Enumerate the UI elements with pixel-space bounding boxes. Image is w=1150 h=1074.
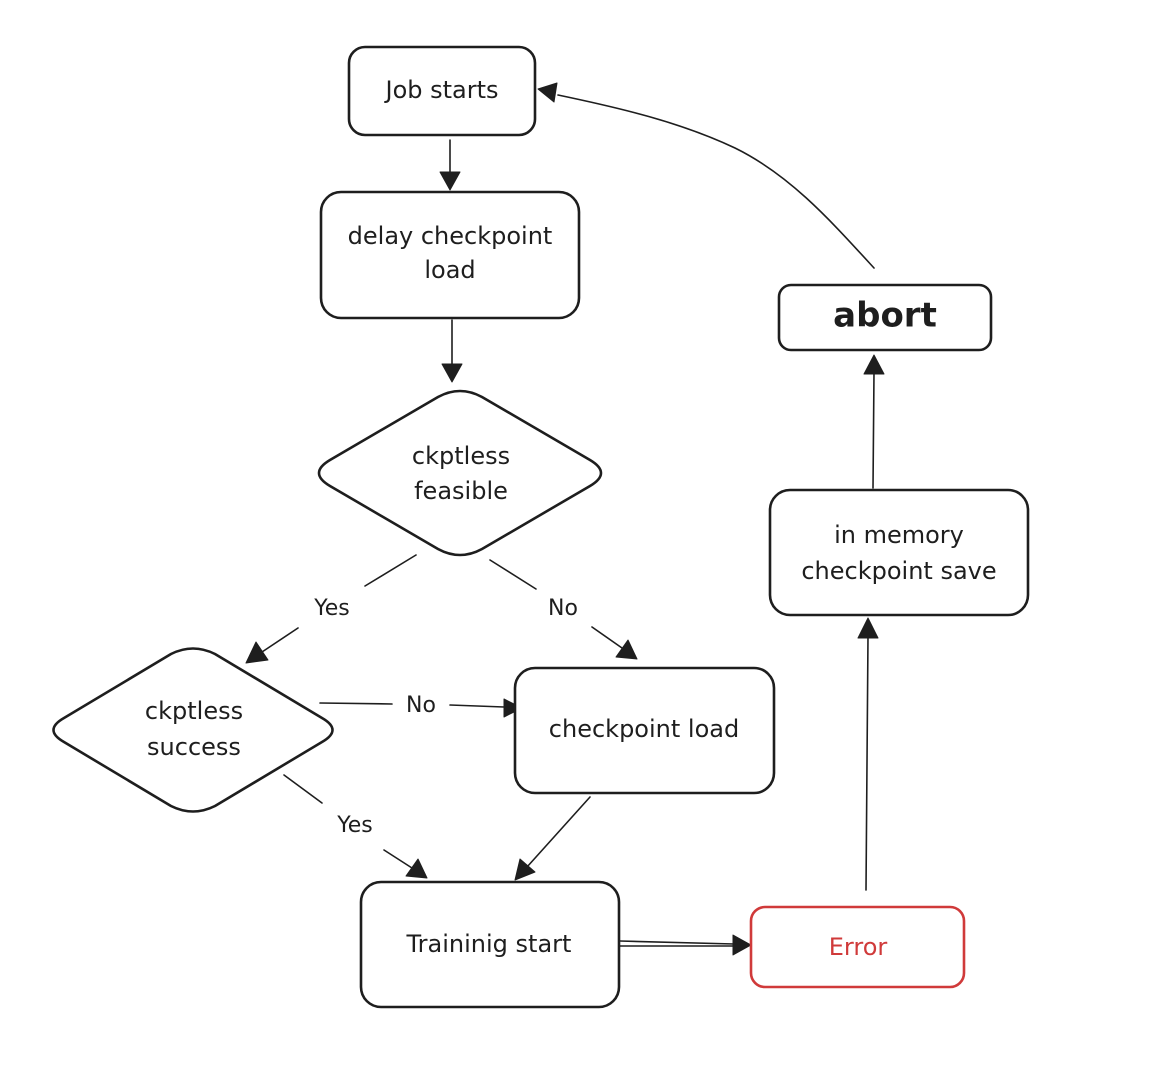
node-job-starts[interactable]: Job starts <box>347 45 537 137</box>
edge-feasible-yes <box>245 554 417 664</box>
edge-label-feasible-no: No <box>548 596 578 621</box>
edge-delay-to-feasible <box>441 319 463 383</box>
node-delay-checkpoint-load-line1: delay checkpoint <box>348 222 553 250</box>
node-abort-label: abort <box>833 296 937 336</box>
edge-training-to-error <box>619 934 752 956</box>
edge-feasible-no <box>489 559 638 660</box>
node-in-memory-checkpoint-save-line2: checkpoint save <box>801 557 996 585</box>
edge-success-no <box>319 698 523 718</box>
node-training-start-label: Traininig start <box>406 930 572 958</box>
node-ckptless-success[interactable]: ckptless success <box>52 647 334 813</box>
node-delay-checkpoint-load-line2: load <box>424 256 475 284</box>
node-ckptless-feasible-line1: ckptless <box>412 442 510 470</box>
node-job-starts-label: Job starts <box>383 76 498 104</box>
node-in-memory-checkpoint-save[interactable]: in memory checkpoint save <box>768 488 1030 617</box>
edge-job-to-delay <box>439 139 461 191</box>
edge-label-success-yes: Yes <box>336 813 373 838</box>
node-training-start[interactable]: Traininig start <box>359 880 621 1009</box>
edge-label-feasible-yes: Yes <box>313 596 350 621</box>
edge-abort-to-job <box>537 82 875 269</box>
edge-success-yes <box>283 774 428 879</box>
edge-save-to-abort <box>863 354 885 489</box>
node-in-memory-checkpoint-save-line1: in memory <box>834 521 964 549</box>
node-ckptless-success-line2: success <box>147 733 241 761</box>
node-error[interactable]: Error <box>749 905 966 989</box>
node-delay-checkpoint-load[interactable]: delay checkpoint load <box>319 190 581 320</box>
node-abort[interactable]: abort <box>777 283 993 352</box>
edge-label-success-no: No <box>406 693 436 718</box>
node-checkpoint-load-label: checkpoint load <box>549 715 739 743</box>
node-ckptless-success-line1: ckptless <box>145 697 243 725</box>
node-ckptless-feasible[interactable]: ckptless feasible <box>317 389 603 557</box>
edge-load-to-training <box>514 796 591 881</box>
node-error-label: Error <box>829 933 888 961</box>
node-ckptless-feasible-line2: feasible <box>414 477 508 505</box>
edge-error-to-save <box>857 617 879 891</box>
node-checkpoint-load[interactable]: checkpoint load <box>513 666 776 795</box>
